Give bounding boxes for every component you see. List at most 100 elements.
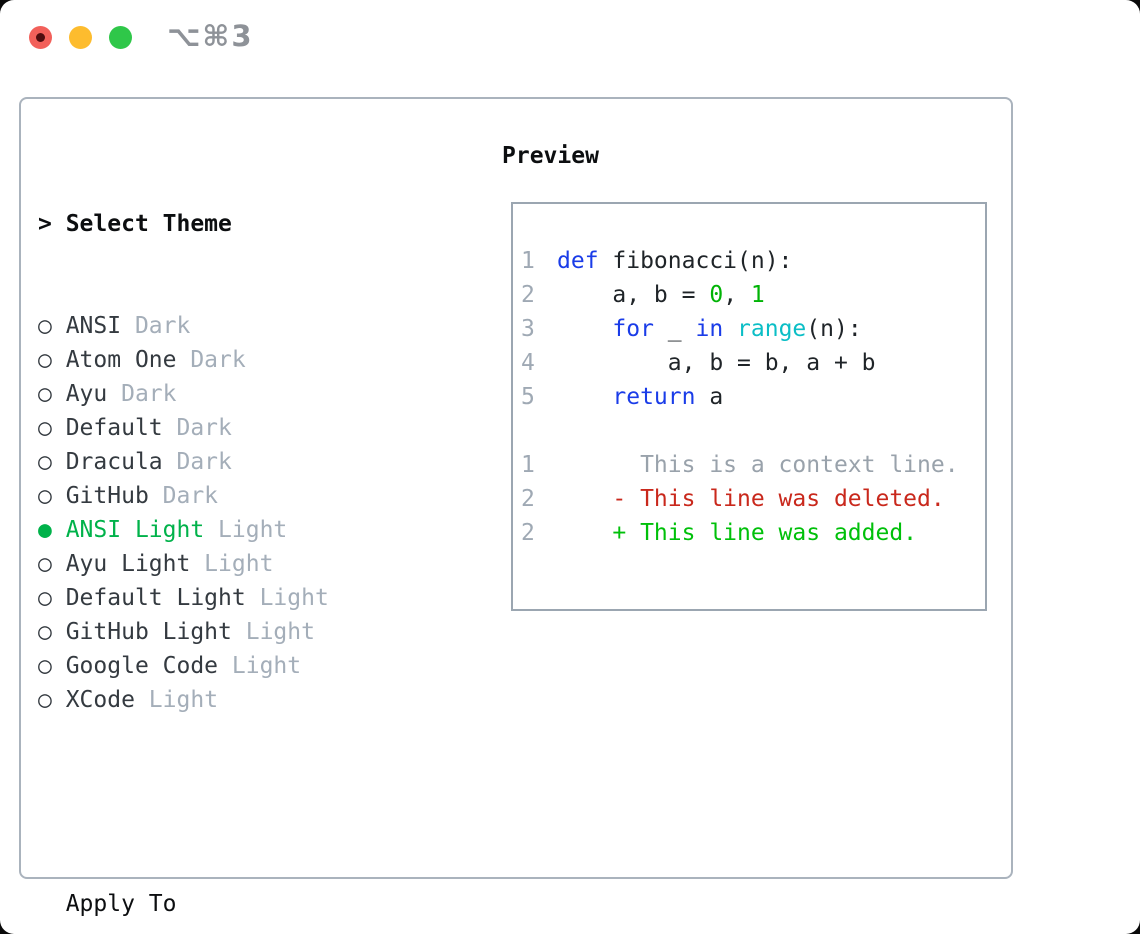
- code-token: + This line was added.: [557, 520, 918, 546]
- code-token: [723, 316, 737, 342]
- radio-icon: ○: [38, 381, 66, 407]
- theme-variant-tag: Light: [204, 517, 288, 543]
- radio-icon: ○: [38, 415, 66, 441]
- radio-icon: ○: [38, 551, 66, 577]
- radio-icon: ○: [38, 483, 66, 509]
- theme-option-atom-one[interactable]: ○ Atom One Dark: [38, 343, 426, 377]
- code-token: [557, 384, 612, 410]
- radio-icon: ○: [38, 449, 66, 475]
- theme-name: GitHub Light: [65, 619, 232, 645]
- theme-name: ANSI: [65, 313, 122, 339]
- radio-icon: ○: [38, 585, 66, 611]
- theme-variant-tag: Light: [190, 551, 274, 577]
- close-button[interactable]: [29, 26, 52, 49]
- theme-variant-tag: Dark: [107, 381, 177, 407]
- close-dot-icon: [36, 33, 45, 42]
- theme-option-ansi[interactable]: ○ ANSI Dark: [38, 309, 426, 343]
- theme-variant-tag: Dark: [162, 415, 232, 441]
- line-number: 4: [521, 350, 535, 376]
- theme-list: ○ ANSI Dark○ Atom One Dark○ Ayu Dark○ De…: [38, 309, 426, 717]
- theme-option-github[interactable]: ○ GitHub Dark: [38, 479, 426, 513]
- code-token: in: [695, 316, 724, 342]
- theme-option-xcode[interactable]: ○ XCode Light: [38, 683, 426, 717]
- theme-option-google-code[interactable]: ○ Google Code Light: [38, 649, 426, 683]
- code-token: This is a context line.: [557, 452, 959, 478]
- code-token: 0: [709, 282, 724, 308]
- theme-option-ansi-light[interactable]: ● ANSI Light Light: [38, 513, 426, 547]
- theme-variant-tag: Dark: [162, 449, 232, 475]
- theme-name: ANSI Light: [65, 517, 205, 543]
- theme-picker-panel: > Select Theme ○ ANSI Dark○ Atom One Dar…: [19, 97, 1013, 917]
- line-number: 2: [521, 520, 535, 546]
- theme-name: Ayu: [65, 381, 108, 407]
- preview-line: [521, 414, 985, 448]
- line-number: 5: [521, 384, 535, 410]
- theme-name: Google Code: [65, 653, 219, 679]
- radio-icon: ○: [38, 313, 66, 339]
- preview-line: 3 for _ in range(n):: [521, 312, 985, 346]
- theme-name: Default: [65, 415, 163, 441]
- theme-option-default-light[interactable]: ○ Default Light Light: [38, 581, 426, 615]
- theme-option-ayu[interactable]: ○ Ayu Dark: [38, 377, 426, 411]
- preview-line: 2 - This line was deleted.: [521, 482, 985, 516]
- preview-line: 4 a, b = b, a + b: [521, 346, 985, 380]
- theme-variant-tag: Light: [245, 585, 329, 611]
- radio-icon: ○: [38, 687, 66, 713]
- window-title-shortcut: ⌥⌘3: [167, 19, 254, 53]
- code-token: ,: [723, 282, 751, 308]
- line-number: 3: [521, 316, 535, 342]
- radio-icon: ○: [38, 619, 66, 645]
- theme-name: Atom One: [65, 347, 177, 373]
- preview-line: 5 return a: [521, 380, 985, 414]
- theme-name: Ayu Light: [65, 551, 191, 577]
- theme-variant-tag: Dark: [121, 313, 191, 339]
- line-number: 1: [521, 452, 535, 478]
- theme-variant-tag: Light: [231, 619, 315, 645]
- maximize-button[interactable]: [109, 26, 132, 49]
- line-number: 1: [521, 248, 535, 274]
- code-token: a, b = b, a + b: [557, 350, 876, 376]
- theme-name: GitHub: [65, 483, 149, 509]
- radio-selected-icon: ●: [38, 517, 66, 543]
- line-number: 2: [521, 282, 535, 308]
- window-controls: [29, 26, 132, 49]
- theme-variant-tag: Dark: [176, 347, 246, 373]
- spacer: [38, 785, 426, 819]
- code-token: fibonacci(n):: [598, 248, 793, 274]
- preview-line: 2 a, b = 0, 1: [521, 278, 985, 312]
- code-token: return: [612, 384, 696, 410]
- radio-icon: ○: [38, 347, 66, 373]
- preview-title: Preview: [502, 143, 599, 169]
- theme-name: XCode: [65, 687, 135, 713]
- code-token: - This line was deleted.: [557, 486, 945, 512]
- theme-name: Default Light: [65, 585, 246, 611]
- theme-variant-tag: Light: [218, 653, 302, 679]
- theme-option-dracula[interactable]: ○ Dracula Dark: [38, 445, 426, 479]
- code-token: range: [737, 316, 807, 342]
- theme-option-github-light[interactable]: ○ GitHub Light Light: [38, 615, 426, 649]
- code-token: a: [695, 384, 724, 410]
- apply-to-header: Apply To: [65, 891, 177, 917]
- theme-selector-column: > Select Theme ○ ANSI Dark○ Atom One Dar…: [38, 139, 426, 934]
- theme-option-ayu-light[interactable]: ○ Ayu Light Light: [38, 547, 426, 581]
- radio-icon: ○: [38, 653, 66, 679]
- code-token: 1: [750, 282, 765, 308]
- preview-line: 1 This is a context line.: [521, 448, 985, 482]
- theme-variant-tag: Light: [134, 687, 219, 713]
- code-token: a, b =: [557, 282, 710, 308]
- code-token: for: [612, 316, 654, 342]
- minimize-button[interactable]: [69, 26, 92, 49]
- prompt-caret-icon: >: [38, 211, 66, 237]
- code-token: def: [557, 248, 599, 274]
- theme-list-header: > Select Theme: [38, 207, 426, 241]
- code-token: [557, 316, 612, 342]
- preview-line: 1 def fibonacci(n):: [521, 244, 985, 278]
- theme-option-default[interactable]: ○ Default Dark: [38, 411, 426, 445]
- theme-variant-tag: Dark: [148, 483, 219, 509]
- preview-line: 2 + This line was added.: [521, 516, 985, 550]
- theme-name: Dracula: [65, 449, 163, 475]
- theme-list-title: Select Theme: [65, 211, 232, 237]
- code-token: _: [653, 316, 696, 342]
